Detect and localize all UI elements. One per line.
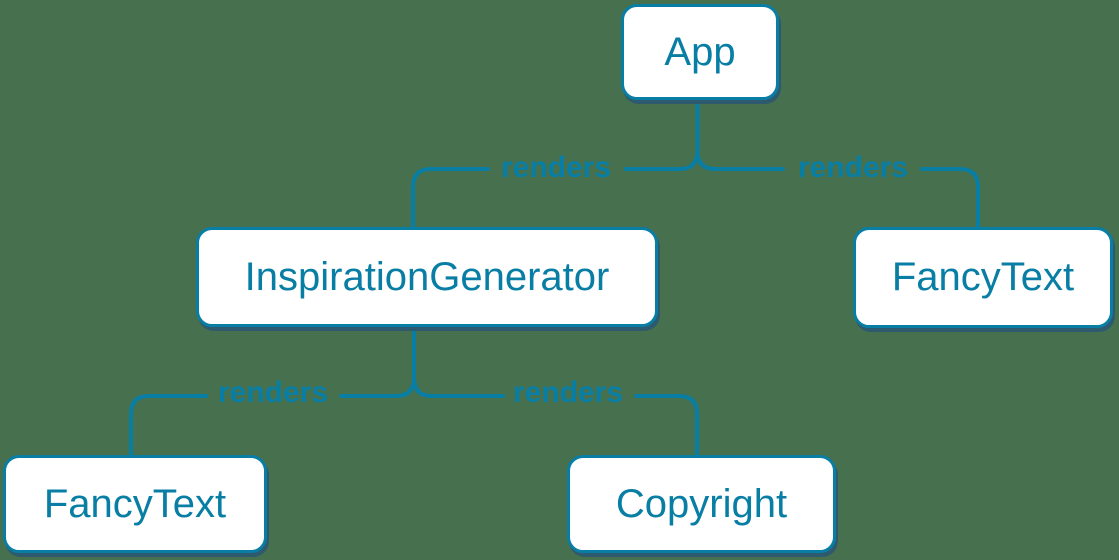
- edge-app-to-fancytext-stem: [695, 96, 785, 171]
- edge-inspirationgenerator-to-copyright-drop: [634, 394, 699, 460]
- node-fancy-text-top-label: FancyText: [891, 255, 1075, 299]
- edge-inspirationgenerator-to-copyright-stem: [412, 323, 505, 398]
- node-inspiration-generator: InspirationGenerator: [196, 227, 658, 327]
- edge-label-renders-inspirationgenerator-copyright: renders: [512, 376, 624, 409]
- edge-label-renders-app-inspirationgenerator: renders: [500, 151, 612, 184]
- edge-app-to-inspirationgenerator-drop: [411, 167, 490, 232]
- node-inspiration-generator-label: InspirationGenerator: [244, 254, 610, 299]
- edge-label-renders-inspirationgenerator-fancytext: renders: [217, 376, 329, 409]
- node-copyright-label: Copyright: [615, 481, 788, 526]
- node-app-label: App: [664, 29, 736, 74]
- node-app: App: [621, 4, 779, 100]
- edge-label-renders-app-fancytext: renders: [797, 151, 909, 184]
- node-fancy-text-bottom: FancyText: [3, 455, 267, 553]
- node-copyright: Copyright: [567, 455, 836, 553]
- edge-app-to-fancytext-drop: [920, 167, 980, 232]
- node-fancy-text-top: FancyText: [853, 227, 1113, 328]
- edge-app-to-inspirationgenerator-stem: [624, 96, 700, 171]
- node-fancy-text-bottom-label: FancyText: [43, 481, 227, 526]
- edge-inspirationgenerator-to-fancytext-stem: [339, 323, 416, 398]
- edge-inspirationgenerator-to-fancytext-drop: [129, 394, 208, 460]
